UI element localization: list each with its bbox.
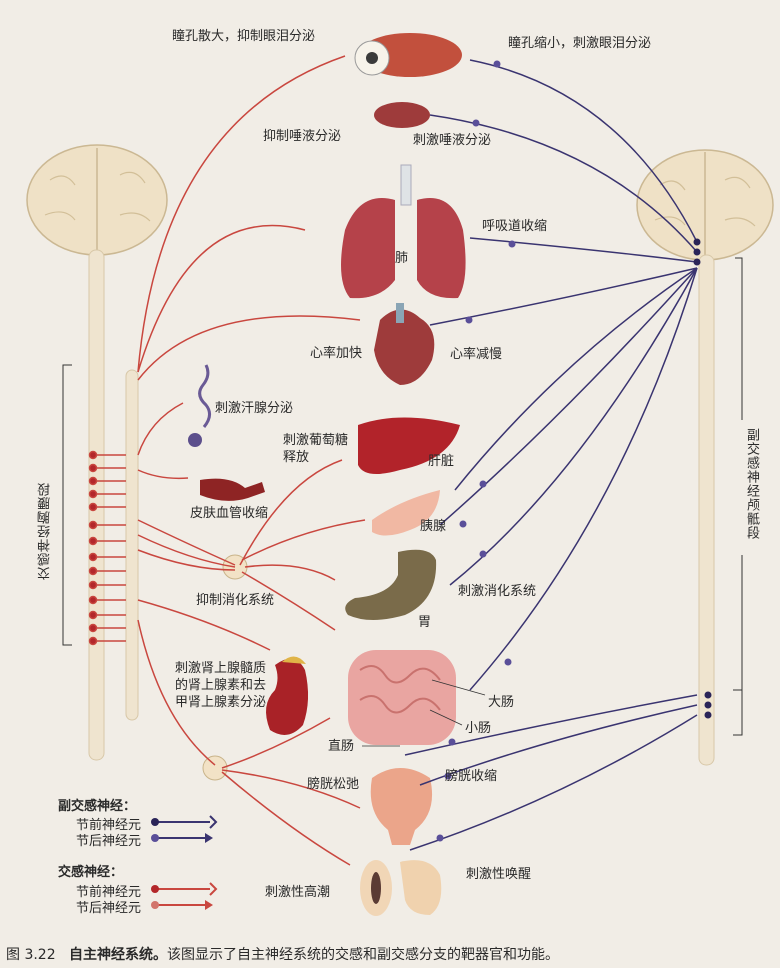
label-stomach: 胃: [418, 615, 432, 630]
sweat-gland: [188, 364, 211, 447]
label-inhibit-saliva: 抑制唾液分泌: [263, 129, 342, 144]
lungs-organ: [341, 164, 466, 299]
label-liver: 肝脏: [428, 454, 455, 469]
label-sym-segment: 交感神经胸腰段: [38, 482, 53, 580]
bladder-organ: [370, 768, 433, 845]
sympathetic-nerves: [137, 55, 366, 866]
label-para-segment: 副交感神经颅骶段: [744, 428, 759, 540]
label-airway-constrict: 呼吸道收缩: [482, 219, 548, 234]
left-brain: [26, 144, 168, 256]
label-small-int: 小肠: [465, 721, 492, 736]
label-arousal: 刺激性唤醒: [466, 867, 532, 882]
label-hr-up: 心率加快: [310, 346, 363, 361]
pancreas-organ: [372, 490, 440, 536]
legend-sym-post: 节后神经元: [76, 901, 142, 916]
sympathetic-preganglionic-roots: [88, 450, 126, 646]
legend-para-post: 节后神经元: [76, 834, 142, 849]
label-hr-down: 心率减慢: [450, 347, 503, 362]
legend-lines: [151, 815, 218, 910]
label-sweat: 刺激汗腺分泌: [215, 401, 294, 416]
label-bladder-relax: 膀胱松弛: [307, 777, 360, 792]
eye-organ: [354, 33, 462, 77]
right-brain: [636, 149, 774, 261]
label-large-int: 大肠: [488, 695, 515, 710]
label-lung: 肺: [395, 251, 409, 266]
legend-para-title: 副交感神经：: [58, 799, 137, 814]
legend-sym-pre: 节前神经元: [76, 885, 142, 900]
parasympathetic-ganglia: [436, 60, 516, 842]
label-stimulate-digest: 刺激消化系统: [458, 584, 537, 599]
liver-organ: [358, 417, 460, 474]
label-climax: 刺激性高潮: [265, 885, 331, 900]
heart-organ: [374, 303, 435, 385]
label-pancreas: 胰腺: [420, 519, 447, 534]
label-inhibit-digest: 抑制消化系统: [196, 593, 275, 608]
caption-number: 图 3.22: [6, 947, 56, 963]
label-pupil-constrict: 瞳孔缩小，刺激眼泪分泌: [508, 36, 652, 51]
right-spinal-cord: [698, 254, 715, 766]
label-bladder-contract: 膀胱收缩: [445, 769, 498, 784]
label-pupil-dilate: 瞳孔散大，抑制眼泪分泌: [172, 29, 316, 44]
caption-title: 自主神经系统。: [68, 947, 167, 963]
stomach-organ: [345, 549, 437, 620]
legend-para-pre: 节前神经元: [76, 818, 142, 833]
autonomic-diagram: [26, 33, 774, 916]
sympathetic-chain: [125, 369, 139, 721]
label-skin-vessel: 皮肤血管收缩: [190, 506, 269, 521]
caption-text: 该图显示了自主神经系统的交感和副交感分支的靶器官和功能。: [166, 947, 559, 963]
legend-sym-title: 交感神经：: [58, 865, 124, 880]
parasympathetic-origins: [693, 238, 712, 719]
label-rectum: 直肠: [328, 739, 355, 754]
skin-vessel: [200, 478, 265, 501]
salivary-gland: [374, 102, 430, 128]
figure-caption: 图 3.22 自主神经系统。该图显示了自主神经系统的交感和副交感分支的靶器官和功…: [6, 944, 559, 964]
genitals-organ: [360, 860, 442, 916]
kidney-organ: [266, 656, 309, 735]
pelvic-ganglion: [202, 755, 228, 781]
label-stimulate-saliva: 刺激唾液分泌: [413, 133, 492, 148]
intestine-organ: [348, 650, 456, 745]
label-adrenal: 刺激肾上腺髓质的肾上腺素和去甲肾上腺素分泌: [175, 661, 267, 710]
label-glucose: 刺激葡萄糖释放: [283, 433, 349, 465]
